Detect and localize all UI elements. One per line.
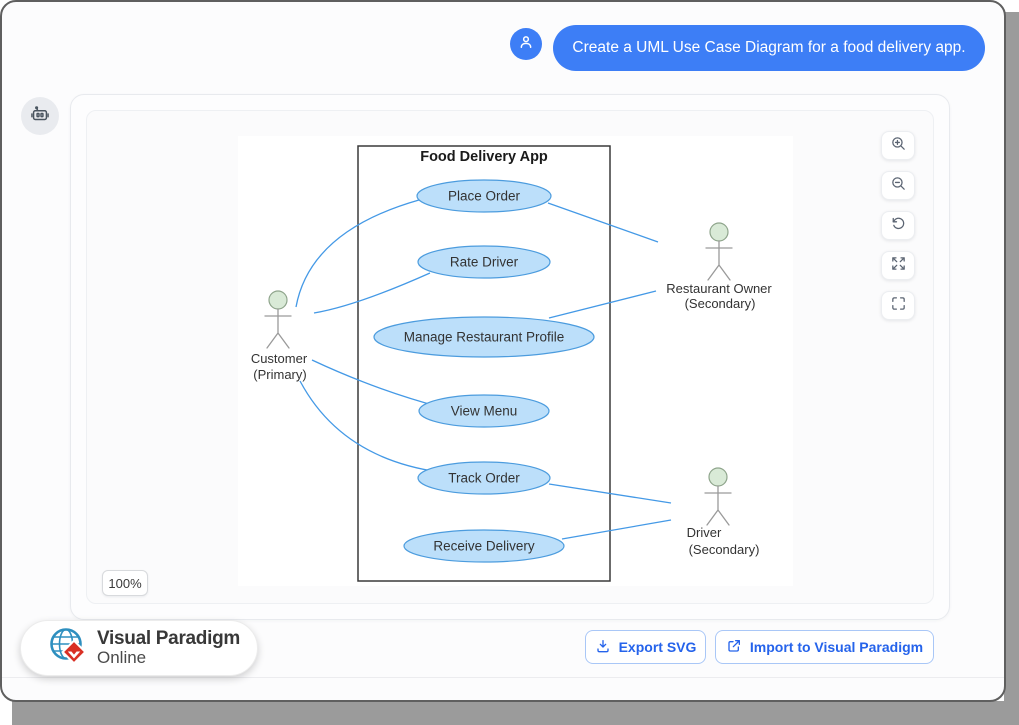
connector-receive-delivery-driver xyxy=(561,519,672,540)
fullscreen-button[interactable] xyxy=(881,291,915,320)
use-case-manage-restaurant-profile xyxy=(373,316,595,358)
robot-icon xyxy=(29,103,51,130)
actor-customer: Customer(Primary) xyxy=(251,290,308,382)
visual-paradigm-logo[interactable]: Visual Paradigm Online xyxy=(20,620,258,676)
expand-arrows-icon xyxy=(890,255,907,277)
use-case-track-order xyxy=(417,461,551,495)
connector-customer-track-order xyxy=(299,380,440,473)
actor-label-restaurant-owner-0: Restaurant Owner xyxy=(666,281,772,296)
user-avatar xyxy=(510,28,542,60)
use-case-view-menu xyxy=(418,394,550,428)
use-case-label-view-menu: View Menu xyxy=(451,404,518,419)
user-icon xyxy=(517,33,535,56)
logo-line1: Visual Paradigm xyxy=(97,628,240,650)
system-boundary xyxy=(357,145,611,582)
use-case-label-rate-driver: Rate Driver xyxy=(450,255,519,270)
connector-track-order-driver xyxy=(548,483,672,504)
use-case-label-manage-restaurant-profile: Manage Restaurant Profile xyxy=(404,330,565,345)
canvas-toolbar xyxy=(881,131,915,320)
use-case-place-order xyxy=(416,179,552,213)
use-case-label-receive-delivery: Receive Delivery xyxy=(433,539,535,554)
footer-divider xyxy=(2,677,1004,678)
zoom-level-badge: 100% xyxy=(102,570,148,596)
system-boundary-title: Food Delivery App xyxy=(420,149,548,165)
actor-restaurant-owner: Restaurant Owner(Secondary) xyxy=(666,222,772,311)
globe-diamond-logo-icon xyxy=(47,625,89,672)
actor-label-driver-1: (Secondary) xyxy=(689,542,760,557)
window-shadow-bottom xyxy=(12,701,1019,725)
fullscreen-brackets-icon xyxy=(890,295,907,317)
user-chat-message: Create a UML Use Case Diagram for a food… xyxy=(553,25,985,71)
use-case-rate-driver xyxy=(417,245,551,279)
reset-view-button[interactable] xyxy=(881,211,915,240)
expand-button[interactable] xyxy=(881,251,915,280)
use-case-label-track-order: Track Order xyxy=(448,471,520,486)
export-svg-label: Export SVG xyxy=(618,639,697,655)
connector-customer-view-menu xyxy=(311,359,441,408)
external-link-icon xyxy=(726,638,742,657)
import-button-label: Import to Visual Paradigm xyxy=(749,639,924,655)
connector-customer-place-order xyxy=(295,199,420,308)
zoom-in-button[interactable] xyxy=(881,131,915,160)
use-case-receive-delivery xyxy=(403,529,565,563)
connector-place-order-restaurant-owner xyxy=(547,202,659,243)
import-to-visual-paradigm-button[interactable]: Import to Visual Paradigm xyxy=(715,630,934,664)
actor-label-customer-0: Customer xyxy=(251,351,308,366)
connector-customer-rate-driver xyxy=(313,272,431,314)
logo-line2: Online xyxy=(97,648,147,668)
assistant-avatar xyxy=(21,97,59,135)
app-window: Create a UML Use Case Diagram for a food… xyxy=(0,0,1006,702)
actor-label-driver-0: Driver xyxy=(687,525,722,540)
export-svg-button[interactable]: Export SVG xyxy=(585,630,706,664)
zoom-in-icon xyxy=(890,135,907,157)
connector-manage-restaurant-profile-restaurant-owner xyxy=(548,290,657,319)
actor-driver: Driver (Secondary) xyxy=(687,467,760,557)
rotate-ccw-icon xyxy=(890,215,907,237)
zoom-out-icon xyxy=(890,175,907,197)
download-icon xyxy=(595,638,611,657)
use-case-label-place-order: Place Order xyxy=(448,189,521,204)
window-shadow-right xyxy=(1004,12,1019,725)
logo-text: Visual Paradigm Online xyxy=(97,629,240,667)
zoom-out-button[interactable] xyxy=(881,171,915,200)
actor-label-customer-1: (Primary) xyxy=(253,367,306,382)
actor-label-restaurant-owner-1: (Secondary) xyxy=(685,296,756,311)
